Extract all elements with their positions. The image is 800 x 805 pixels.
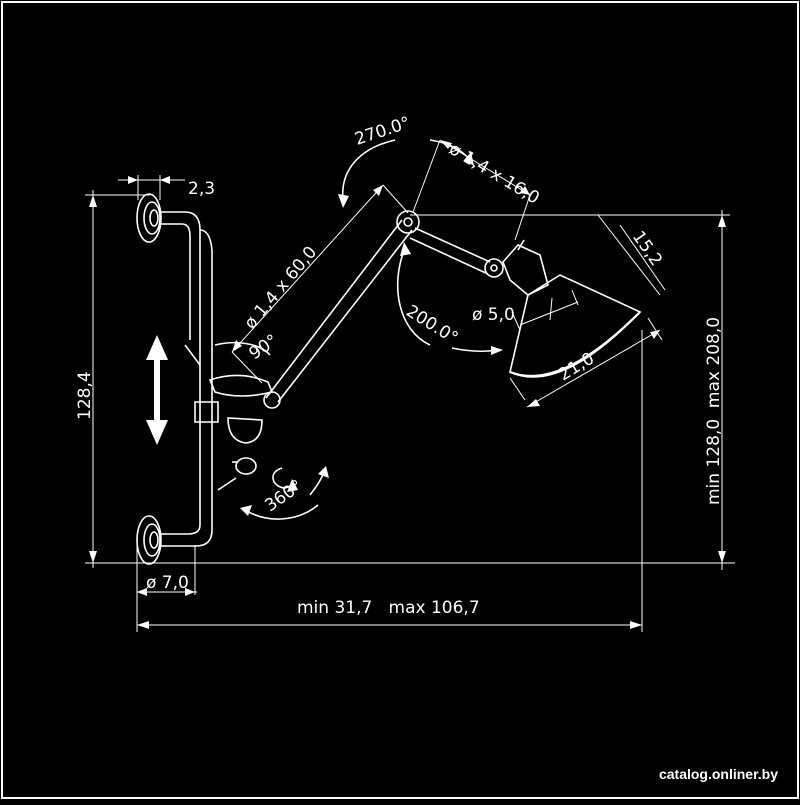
- lower-arm-label: ø 1,4 x 16,0: [445, 139, 542, 208]
- shade-height-label: 15,2: [628, 227, 666, 269]
- height-range-label: min 128,0 max 208,0: [704, 317, 724, 505]
- slider-clamp: [184, 344, 274, 491]
- rotate-arrow-head: [287, 479, 298, 492]
- up-down-arrow-icon: [146, 335, 168, 445]
- reach-label: min 31,7 max 106,7: [297, 598, 480, 618]
- swivel-angle-label: 360°: [261, 476, 306, 516]
- dimension-lines: [85, 139, 735, 632]
- mid-joint-angle-label: 200.0°: [402, 301, 461, 348]
- rotate-arrow-icon: [272, 467, 293, 489]
- source-watermark: catalog.onliner.by: [658, 766, 778, 782]
- rail-height-label: 128,4: [75, 371, 95, 420]
- base-diameter-label: ø 7,0: [146, 573, 189, 593]
- upper-arm: [263, 210, 420, 409]
- pivot-angle-label: 90°: [246, 331, 282, 364]
- wall-rail: [136, 193, 213, 565]
- socket-diameter-label: ø 5,0: [472, 305, 515, 325]
- lower-arm: [409, 227, 504, 278]
- angle-arc-heads: [240, 152, 503, 516]
- arrow-heads: [89, 140, 726, 629]
- base-width-label: 2,3: [188, 179, 215, 199]
- upper-arm-label: ø 1,4 x 60,0: [241, 243, 322, 334]
- lamp-shade: [502, 239, 642, 378]
